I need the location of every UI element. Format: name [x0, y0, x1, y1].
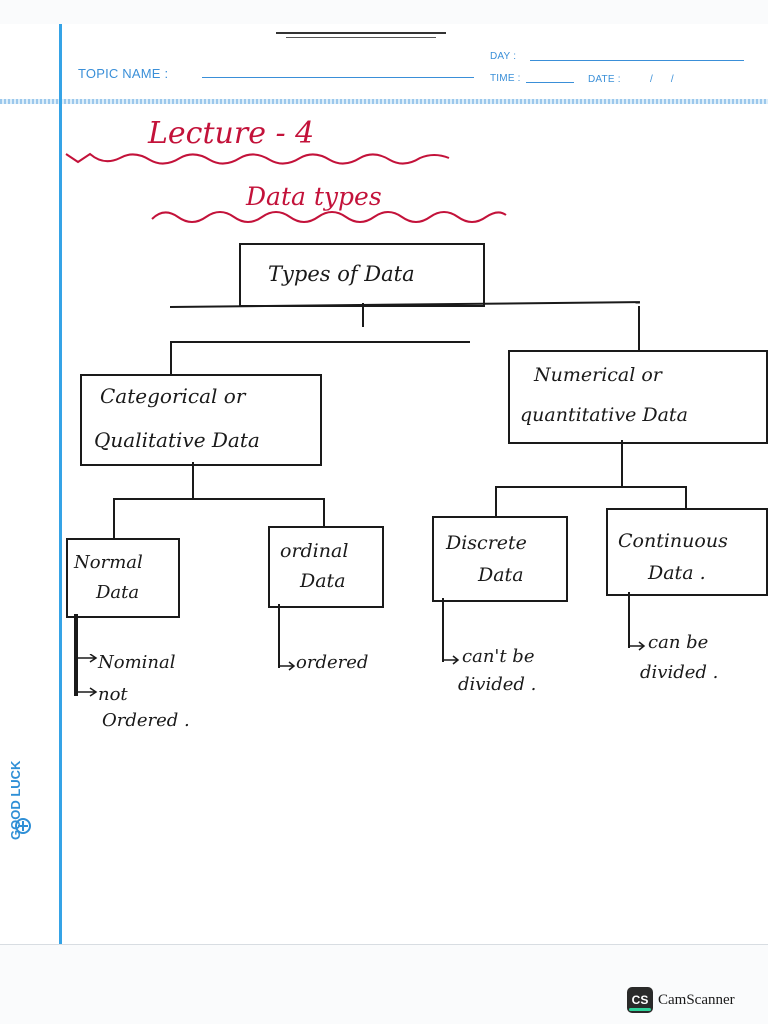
- discrete-arrow-icon: [442, 655, 460, 665]
- continuous-stem: [685, 486, 687, 510]
- date-slashes: / /: [650, 74, 674, 85]
- numerical-stem: [638, 306, 640, 352]
- ordinal-label-line1: ordinal: [280, 540, 349, 562]
- date-label: DATE :: [588, 74, 621, 85]
- nominal-note-line3: Ordered .: [102, 710, 190, 731]
- top-rule: [276, 32, 446, 34]
- ordinal-note: ordered: [296, 652, 369, 673]
- lecture-title: Lecture - 4: [148, 116, 315, 151]
- topic-name-label: TOPIC NAME :: [78, 66, 169, 81]
- discrete-note-stem: [442, 598, 444, 662]
- categorical-down-stem: [192, 462, 194, 500]
- nominal-note-stem: [74, 614, 78, 696]
- types-of-data-label: Types of Data: [268, 262, 415, 286]
- continuous-note-stem: [628, 592, 630, 648]
- nominal-note-line1: Nominal: [98, 652, 176, 673]
- topic-name-line: [202, 77, 474, 78]
- numerical-down-stem: [621, 440, 623, 488]
- ordinal-box: [268, 526, 384, 608]
- nominal-label-line1: Normal: [74, 552, 143, 573]
- camscanner-watermark: CS CamScanner: [627, 986, 757, 1014]
- discrete-box: [432, 516, 568, 602]
- discrete-stem: [495, 486, 497, 518]
- numerical-box: [508, 350, 768, 444]
- camscanner-logo-icon: CS: [627, 987, 653, 1013]
- categorical-box: [80, 374, 322, 466]
- ordinal-arrow-icon: [278, 661, 296, 671]
- subtitle-wavy-underline: [151, 211, 507, 223]
- level1-hline-left: [170, 341, 470, 343]
- continuous-label-line2: Data .: [648, 562, 706, 584]
- discrete-label-line2: Data: [478, 564, 524, 586]
- margin-line: [59, 24, 62, 944]
- ordinal-stem: [323, 498, 325, 528]
- categorical-label-line1: Categorical or: [100, 384, 246, 408]
- camscanner-text: CamScanner: [658, 991, 735, 1008]
- types-of-data-box: [239, 243, 485, 307]
- categorical-children-hline: [113, 498, 325, 500]
- time-label: TIME :: [490, 73, 521, 84]
- ordinal-note-stem: [278, 604, 280, 668]
- continuous-note-line1: can be: [648, 632, 709, 653]
- continuous-note-line2: divided .: [640, 662, 719, 683]
- nominal-note-line2: not: [98, 684, 128, 705]
- discrete-note-line2: divided .: [458, 674, 537, 695]
- day-label: DAY :: [490, 51, 517, 62]
- root-stem: [362, 303, 364, 327]
- discrete-note-line1: can't be: [462, 646, 535, 667]
- header-band: [0, 99, 768, 104]
- subtitle: Data types: [246, 182, 382, 211]
- continuous-box: [606, 508, 768, 596]
- nominal-label-line2: Data: [96, 582, 140, 603]
- numerical-label-line1: Numerical or: [534, 364, 662, 386]
- categorical-label-line2: Qualitative Data: [94, 428, 260, 452]
- ordinal-label-line2: Data: [300, 570, 346, 592]
- continuous-label-line1: Continuous: [618, 530, 728, 552]
- top-rule-secondary: [286, 37, 436, 38]
- day-line: [530, 60, 744, 61]
- discrete-label-line1: Discrete: [446, 532, 527, 554]
- brand-logo-icon: [15, 818, 31, 834]
- nominal-stem: [113, 498, 115, 540]
- categorical-stem: [170, 341, 172, 375]
- nominal-box: [66, 538, 180, 618]
- time-line: [526, 82, 574, 83]
- numerical-children-hline: [495, 486, 687, 488]
- numerical-label-line2: quantitative Data: [520, 404, 688, 426]
- continuous-arrow-icon: [628, 641, 646, 651]
- notebook-paper: [0, 24, 768, 945]
- title-wavy-underline: [65, 152, 450, 165]
- nominal-arrows-icon: [78, 654, 98, 697]
